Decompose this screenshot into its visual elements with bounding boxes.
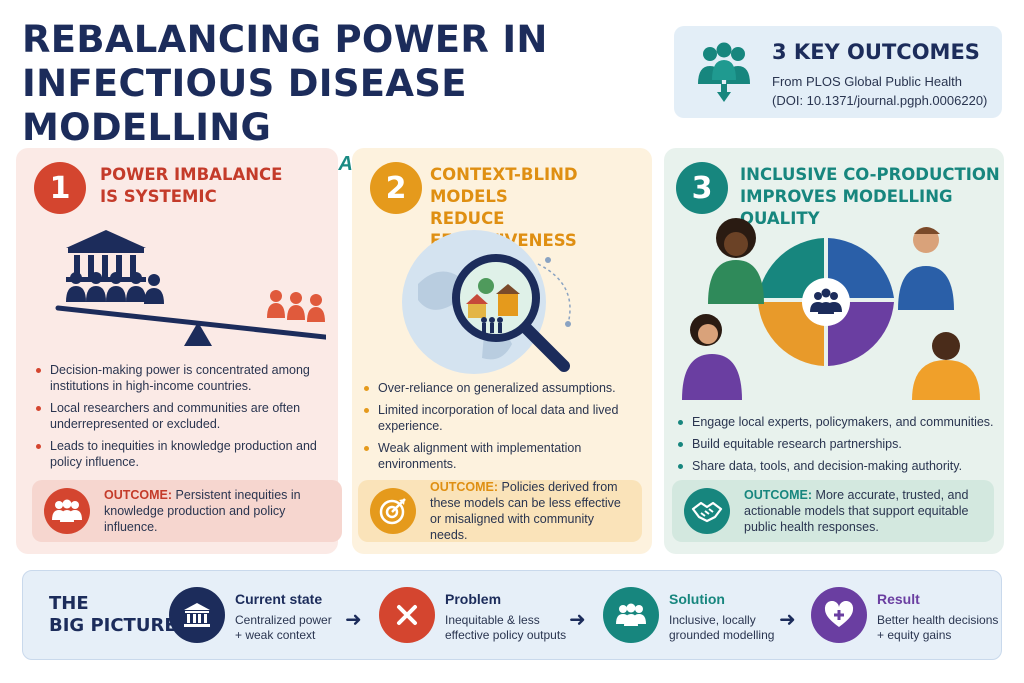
step-description-line-1: Centralized power <box>235 613 332 627</box>
people-icon <box>44 488 90 534</box>
outcome-box: OUTCOME: More accurate, trusted, and act… <box>672 480 994 542</box>
big-picture-title-line-1: THE <box>49 593 89 614</box>
people-icon <box>603 587 659 643</box>
page-title: REBALANCING POWER IN INFECTIOUS DISEASE … <box>22 18 662 150</box>
step-label: Problem <box>445 591 502 607</box>
card-heading-line-1: CONTEXT-BLIND MODELS <box>430 165 578 206</box>
step-description-line-1: Inequitable & less <box>445 613 540 627</box>
outcome-description: Persistent inequities in knowledge produ… <box>104 488 301 534</box>
arrow-right-icon: ➜ <box>345 609 362 631</box>
outcome-text: OUTCOME: More accurate, trusted, and act… <box>744 487 994 535</box>
bullet-item: Local researchers and communities are of… <box>36 400 326 432</box>
big-picture-title: THE BIG PICTURE <box>49 593 177 637</box>
step-description: Better health decisions + equity gains <box>877 613 998 643</box>
step-solution: Solution Inclusive, locally grounded mod… <box>603 587 793 643</box>
bullet-item: Weak alignment with implementation envir… <box>364 440 634 472</box>
step-label: Current state <box>235 591 323 607</box>
card-heading-line-2: IS SYSTEMIC <box>100 187 217 206</box>
outcome-description: Policies derived from these models can b… <box>430 480 621 542</box>
step-description-line-2: effective policy outputs <box>445 628 567 642</box>
big-picture-title-line-2: BIG PICTURE <box>49 615 177 636</box>
step-description-line-1: Inclusive, locally <box>669 613 756 627</box>
source-doi: (DOI: 10.1371/journal.pgph.0006220) <box>772 93 988 108</box>
people-group-icon <box>698 42 750 102</box>
step-problem: Problem Inequitable & less effective pol… <box>379 587 579 643</box>
bullet-item: Decision-making power is concentrated am… <box>36 362 326 394</box>
bullet-item: Over-reliance on generalized assumptions… <box>364 380 634 396</box>
step-description-line-2: grounded modelling <box>669 628 775 642</box>
outcome-text: OUTCOME: Persistent inequities in knowle… <box>104 487 342 535</box>
step-description: Centralized power + weak context <box>235 613 332 643</box>
card-heading-line-1: POWER IMBALANCE <box>100 165 283 184</box>
step-result: Result Better health decisions + equity … <box>811 587 998 643</box>
step-description-line-2: + equity gains <box>877 628 952 642</box>
outcome-box: OUTCOME: Policies derived from these mod… <box>358 480 642 542</box>
card-context-blind: 2 CONTEXT-BLIND MODELS REDUCE EFFECTIVEN… <box>352 148 652 554</box>
outcome-text: OUTCOME: Policies derived from these mod… <box>430 479 642 543</box>
x-icon <box>379 587 435 643</box>
bullet-item: Engage local experts, policymakers, and … <box>678 414 994 430</box>
outcome-label: OUTCOME: <box>430 480 499 494</box>
outcome-box: OUTCOME: Persistent inequities in knowle… <box>32 480 342 542</box>
outcome-description: More accurate, trusted, and actionable m… <box>744 488 969 534</box>
bullet-item: Build equitable research partnerships. <box>678 436 994 452</box>
card-heading: POWER IMBALANCE IS SYSTEMIC <box>100 164 282 208</box>
big-picture-bar: THE BIG PICTURE Current state Centralize… <box>22 570 1002 660</box>
target-icon <box>370 488 416 534</box>
bullet-item: Share data, tools, and decision-making a… <box>678 458 994 474</box>
card-heading-line-1: INCLUSIVE CO-PRODUCTION <box>740 165 1000 184</box>
outcome-label: OUTCOME: <box>744 488 813 502</box>
card-bullets: Over-reliance on generalized assumptions… <box>364 380 634 478</box>
institution-icon <box>169 587 225 643</box>
card-number: 3 <box>676 162 728 214</box>
source-journal: From PLOS Global Public Health <box>772 74 963 89</box>
step-label: Result <box>877 591 920 607</box>
puzzle-collaboration-illustration <box>682 218 980 400</box>
card-number: 1 <box>34 162 86 214</box>
title-line-1: REBALANCING POWER IN <box>22 18 548 61</box>
arrow-right-icon: ➜ <box>569 609 586 631</box>
step-label: Solution <box>669 591 725 607</box>
card-number: 2 <box>370 162 422 214</box>
step-current-state: Current state Centralized power + weak c… <box>169 587 339 643</box>
arrow-right-icon: ➜ <box>779 609 796 631</box>
card-heading: INCLUSIVE CO-PRODUCTION IMPROVES MODELLI… <box>740 164 1004 230</box>
step-description: Inclusive, locally grounded modelling <box>669 613 774 643</box>
title-line-2: INFECTIOUS DISEASE MODELLING <box>22 62 467 149</box>
card-inclusive-coproduction: 3 INCLUSIVE CO-PRODUCTION IMPROVES MODEL… <box>664 148 1004 554</box>
card-heading-line-2: IMPROVES MODELLING QUALITY <box>740 187 953 228</box>
globe-magnifier-illustration <box>402 230 571 374</box>
card-power-imbalance: 1 POWER IMBALANCE IS SYSTEMIC <box>16 148 342 554</box>
step-description-line-1: Better health decisions <box>877 613 999 627</box>
key-outcomes-box: 3 KEY OUTCOMES From PLOS Global Public H… <box>674 26 1002 118</box>
key-outcomes-source: From PLOS Global Public Health (DOI: 10.… <box>772 72 987 110</box>
outcome-label: OUTCOME: <box>104 488 173 502</box>
card-bullets: Engage local experts, policymakers, and … <box>678 414 994 480</box>
bullet-item: Leads to inequities in knowledge product… <box>36 438 326 470</box>
card-bullets: Decision-making power is concentrated am… <box>36 362 326 476</box>
step-description-line-2: + weak context <box>235 628 316 642</box>
handshake-icon <box>684 488 730 534</box>
step-description: Inequitable & less effective policy outp… <box>445 613 566 643</box>
bullet-item: Limited incorporation of local data and … <box>364 402 634 434</box>
key-outcomes-title: 3 KEY OUTCOMES <box>772 40 980 64</box>
heart-plus-icon <box>811 587 867 643</box>
institution-seesaw-illustration <box>55 230 326 346</box>
